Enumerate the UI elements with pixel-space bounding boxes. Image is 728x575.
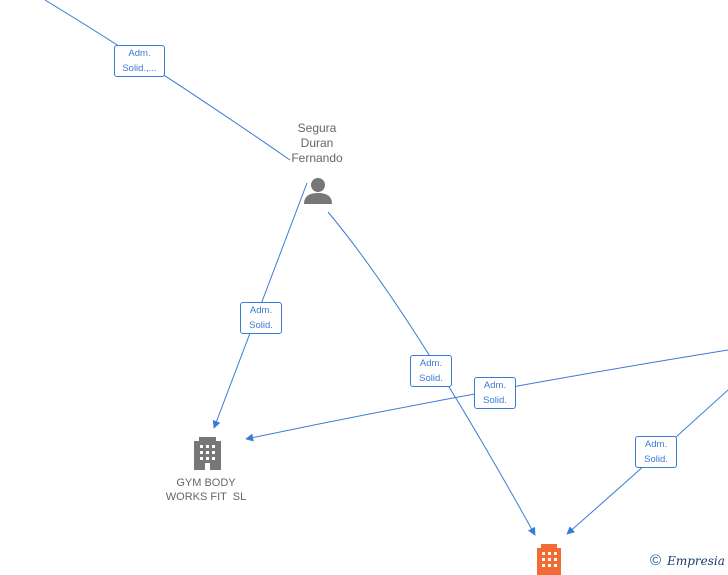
edge-label-person-gym[interactable]: Adm. Solid. (240, 302, 282, 334)
edge-label-top[interactable]: Adm. Solid.,... (114, 45, 165, 77)
company-label-gym: GYM BODY WORKS FIT SL (165, 477, 247, 503)
edge-line-person-bottom (327, 211, 536, 536)
edge-label-person-bottom[interactable]: Adm. Solid. (410, 355, 452, 387)
person-label: Segura Duran Fernando (291, 121, 343, 165)
person-icon[interactable] (304, 178, 332, 204)
brand-watermark[interactable]: © Empresia (650, 553, 725, 569)
building-icon[interactable] (194, 437, 221, 470)
brand-name: Empresia (667, 554, 725, 568)
edge-label-right-bottom[interactable]: Adm. Solid. (635, 436, 677, 468)
edge-label-right-gym[interactable]: Adm. Solid. (474, 377, 516, 409)
building-icon[interactable] (537, 544, 561, 575)
edge-line-top (44, 0, 291, 161)
copyright-icon: © (650, 552, 662, 569)
